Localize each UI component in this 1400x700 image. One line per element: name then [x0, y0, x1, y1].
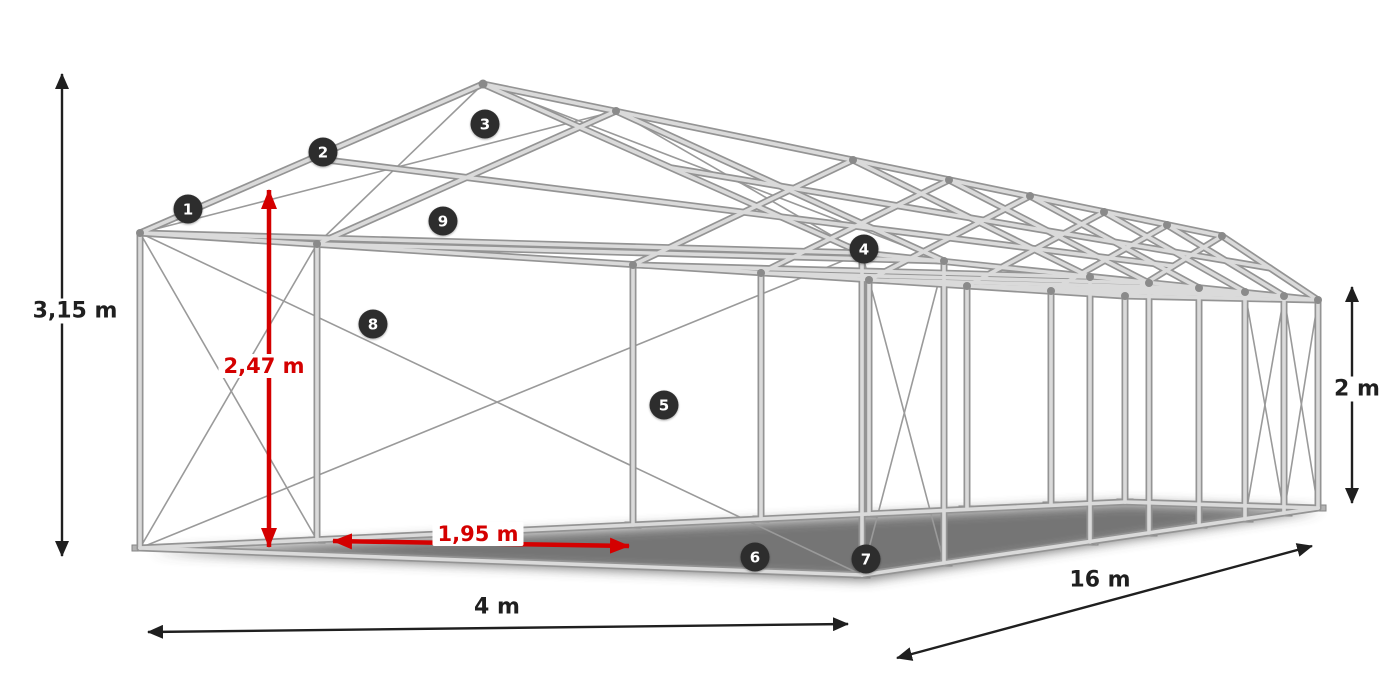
- frame-joints: [136, 79, 1322, 304]
- length-arrow: [896, 543, 1313, 661]
- width-arrow: [147, 617, 849, 639]
- dimension-width: 4 m: [469, 594, 525, 620]
- part-marker-1: 1: [173, 194, 203, 224]
- part-marker-5: 5: [649, 390, 679, 420]
- part-marker-6: 6: [740, 542, 770, 572]
- part-marker-9: 9: [428, 206, 458, 236]
- part-marker-8: 8: [358, 309, 388, 339]
- part-marker-2: 2: [308, 137, 338, 167]
- part-marker-7: 7: [851, 544, 881, 574]
- dimension-bay-spacing: 1,95 m: [432, 522, 524, 546]
- dimension-total-height: 3,15 m: [27, 298, 123, 324]
- dimension-length: 16 m: [1064, 567, 1136, 593]
- part-marker-4: 4: [849, 234, 879, 264]
- dimension-side-height: 2 m: [1329, 376, 1385, 402]
- dimension-clear-height: 2,47 m: [218, 354, 310, 378]
- part-marker-3: 3: [470, 109, 500, 139]
